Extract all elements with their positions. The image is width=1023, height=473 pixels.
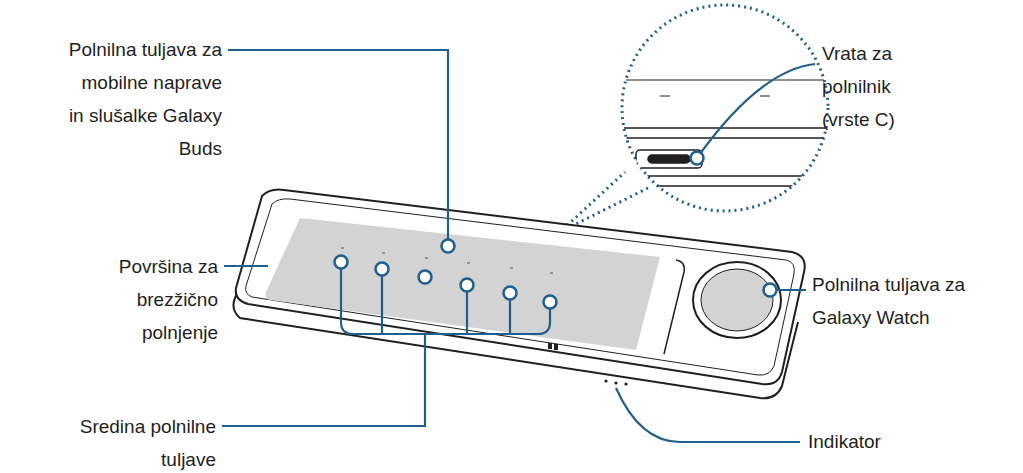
- callout-label: Površina za brezžično polnjenje: [68, 250, 218, 349]
- port-dot: [691, 152, 704, 165]
- zoom-bubble: [560, 5, 860, 232]
- callout-label: Vrata za polnilnik (vrste C): [822, 37, 942, 136]
- pad-dot: [442, 240, 455, 253]
- callout-label: Polnilna tuljava za mobilne naprave in s…: [62, 33, 222, 165]
- leader-lines: [222, 50, 815, 442]
- wireless-charger: [233, 190, 804, 399]
- callout-label: Sredina polnilne tuljave: [46, 410, 216, 473]
- callout-label: Indikator: [808, 425, 1008, 458]
- watch-dot: [764, 284, 777, 297]
- callout-label: Polnilna tuljava za Galaxy Watch: [812, 268, 1012, 334]
- charging-surface-pad: [266, 218, 661, 350]
- indicator-dots: [604, 379, 627, 385]
- coil-centre-dots: [335, 256, 557, 309]
- watch-coil: [693, 262, 781, 338]
